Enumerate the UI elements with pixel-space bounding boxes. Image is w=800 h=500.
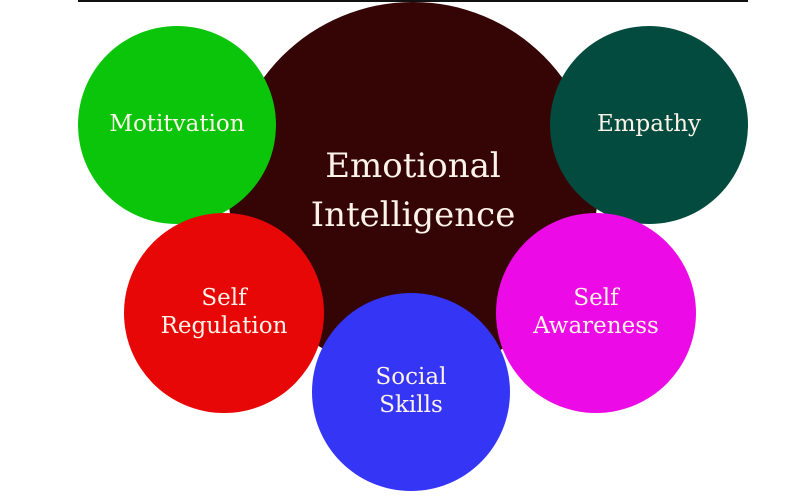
self-regulation-circle: Self Regulation — [124, 213, 324, 413]
center-label-line-1: Emotional — [325, 146, 501, 187]
self-regulation-label-line-1: Self — [201, 285, 247, 312]
motivation-label: Motitvation — [109, 111, 245, 138]
empathy-label: Empathy — [596, 111, 702, 138]
self-regulation-label-line-2: Regulation — [160, 313, 288, 339]
self-awareness-circle: Self Awareness — [496, 213, 696, 413]
self-awareness-label-line-1: Self — [573, 285, 619, 312]
center-label-line-2: Intelligence — [310, 195, 516, 235]
top-divider — [78, 0, 748, 2]
empathy-circle: Empathy — [550, 26, 748, 224]
motivation-circle: Motitvation — [78, 26, 276, 224]
social-skills-label-line-2: Skills — [379, 392, 443, 418]
social-skills-circle: Social Skills — [312, 293, 510, 491]
social-skills-label-line-1: Social — [375, 364, 447, 391]
self-awareness-label-line-2: Awareness — [533, 313, 659, 339]
